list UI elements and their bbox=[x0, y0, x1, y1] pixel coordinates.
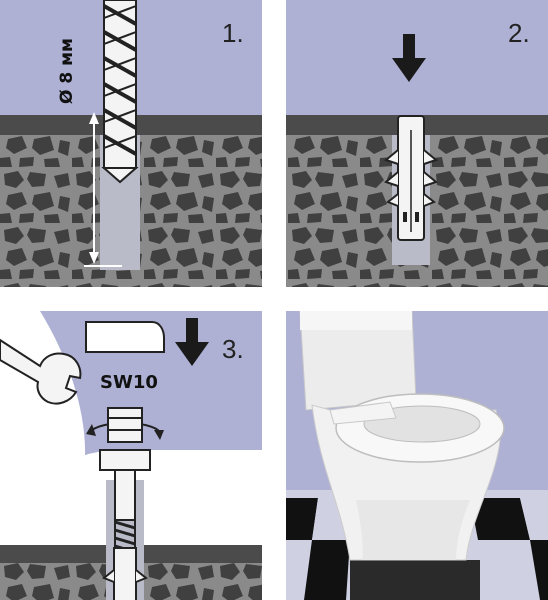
step-number-1: 1. bbox=[222, 18, 244, 48]
toilet-icon bbox=[299, 311, 505, 561]
wall-plug-icon bbox=[383, 115, 439, 241]
drill-bit-icon bbox=[101, 0, 139, 184]
cap-icon bbox=[85, 321, 165, 353]
depth-dimension bbox=[84, 112, 122, 267]
down-arrow-icon bbox=[175, 318, 209, 366]
step-number-3: 3. bbox=[222, 334, 244, 364]
wrench-icon bbox=[0, 338, 82, 405]
down-arrow-icon bbox=[392, 34, 426, 82]
panel-1: Ø 8 мм 1. bbox=[0, 0, 262, 287]
diameter-label: Ø 8 мм bbox=[57, 38, 77, 104]
wrench-size-label: SW10 bbox=[100, 372, 158, 393]
panel-2: 2. bbox=[286, 0, 548, 287]
panel-4 bbox=[286, 311, 548, 600]
panel-3: 3. SW10 bbox=[0, 311, 262, 600]
step-number-2: 2. bbox=[508, 18, 530, 48]
wall-plug-icon bbox=[102, 547, 148, 600]
